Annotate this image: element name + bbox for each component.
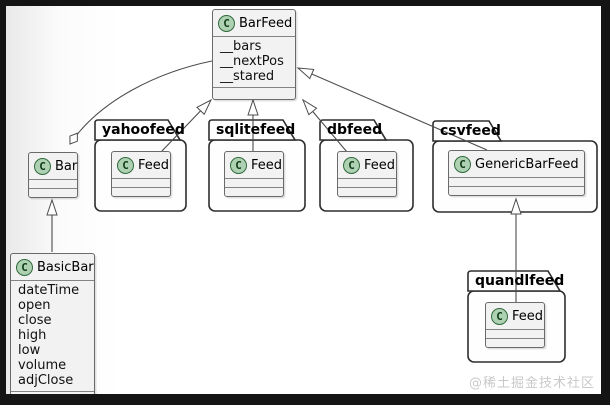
class-header: C BasicBar [11,254,94,280]
package-tab [432,120,503,142]
class-icon: C [343,157,360,174]
class-empty-methods-section [112,187,170,196]
class-header: C Feed [486,303,544,329]
class-attribute: __nextPos [220,54,284,69]
class-header: C Bar [29,153,77,179]
class-sqlitefeed-feed[interactable]: C Feed [224,151,284,197]
frame-right-bar [601,0,610,405]
class-attribute: volume [18,358,67,373]
class-icon: C [117,157,134,174]
class-attribute: adjClose [18,373,74,388]
class-name: Bar [55,159,78,174]
class-empty-methods-section [29,188,77,197]
class-icon: C [230,157,247,174]
class-header: C BarFeed [213,10,295,36]
class-attributes: __bars__nextPos__stared [213,36,295,87]
package-label-dbfeed: dbfeed [327,122,383,138]
watermark: @稀土掘金技术社区 [468,376,595,391]
class-attribute: high [18,328,47,343]
class-icon: C [491,308,508,325]
class-empty-methods-section [225,187,283,196]
class-icon: C [34,158,51,175]
class-barfeed[interactable]: C BarFeed __bars__nextPos__stared [212,9,296,100]
class-empty-attributes-section [225,178,283,187]
edge-dbfeed-feed-extends-barfeed [301,98,348,153]
frame-bottom-bar [0,394,610,405]
class-attribute: dateTime [18,283,80,298]
class-empty-attributes-section [112,178,170,187]
package-tab [467,270,562,292]
class-header: C Feed [338,152,396,178]
package-tab [208,119,297,141]
class-empty-attributes-section [449,177,584,186]
class-attribute: low [18,343,41,358]
class-name: GenericBarFeed [475,157,579,172]
package-label-csvfeed: csvfeed [440,123,501,139]
package-label-sqlitefeed: sqlitefeed [216,122,296,138]
class-genericbarfeed[interactable]: C GenericBarFeed [448,150,585,196]
class-empty-attributes-section [486,329,544,338]
class-name: Feed [364,158,396,173]
edge-barfeed-aggregates-bar [69,60,213,145]
class-name: BarFeed [239,16,293,31]
class-name: Feed [251,158,283,173]
class-empty-methods-section [486,338,544,347]
class-bar[interactable]: C Bar [28,152,78,198]
class-attribute: close [18,313,52,328]
class-empty-methods-section [338,187,396,196]
class-empty-methods-section [213,87,295,99]
class-icon: C [454,156,471,173]
class-dbfeed-feed[interactable]: C Feed [337,151,397,197]
frame-left-bar [0,0,6,405]
package-label-yahoofeed: yahoofeed [102,122,185,138]
class-name: Feed [138,158,170,173]
edge-yahoofeed-feed-extends-barfeed [160,98,213,153]
frame-top-bar [0,0,610,6]
class-empty-attributes-section [29,179,77,188]
class-name: BasicBar [37,260,94,275]
class-attribute: __stared [220,69,275,84]
class-header: C Feed [225,152,283,178]
class-icon: C [16,259,33,276]
class-empty-methods-section [11,391,94,397]
class-empty-methods-section [449,186,584,195]
class-yahoofeed-feed[interactable]: C Feed [111,151,171,197]
class-attribute: __bars [220,39,262,54]
package-label-quandlfeed: quandlfeed [475,273,565,289]
edge-genericbarfeed-extends-barfeed [296,67,488,151]
class-quandlfeed-feed[interactable]: C Feed [485,302,545,348]
class-empty-attributes-section [338,178,396,187]
class-icon: C [218,15,235,32]
package-tab [319,119,388,141]
class-name: Feed [512,309,544,324]
class-header: C Feed [112,152,170,178]
package-tab [94,119,182,141]
class-attribute: open [18,298,51,313]
class-header: C GenericBarFeed [449,151,584,177]
